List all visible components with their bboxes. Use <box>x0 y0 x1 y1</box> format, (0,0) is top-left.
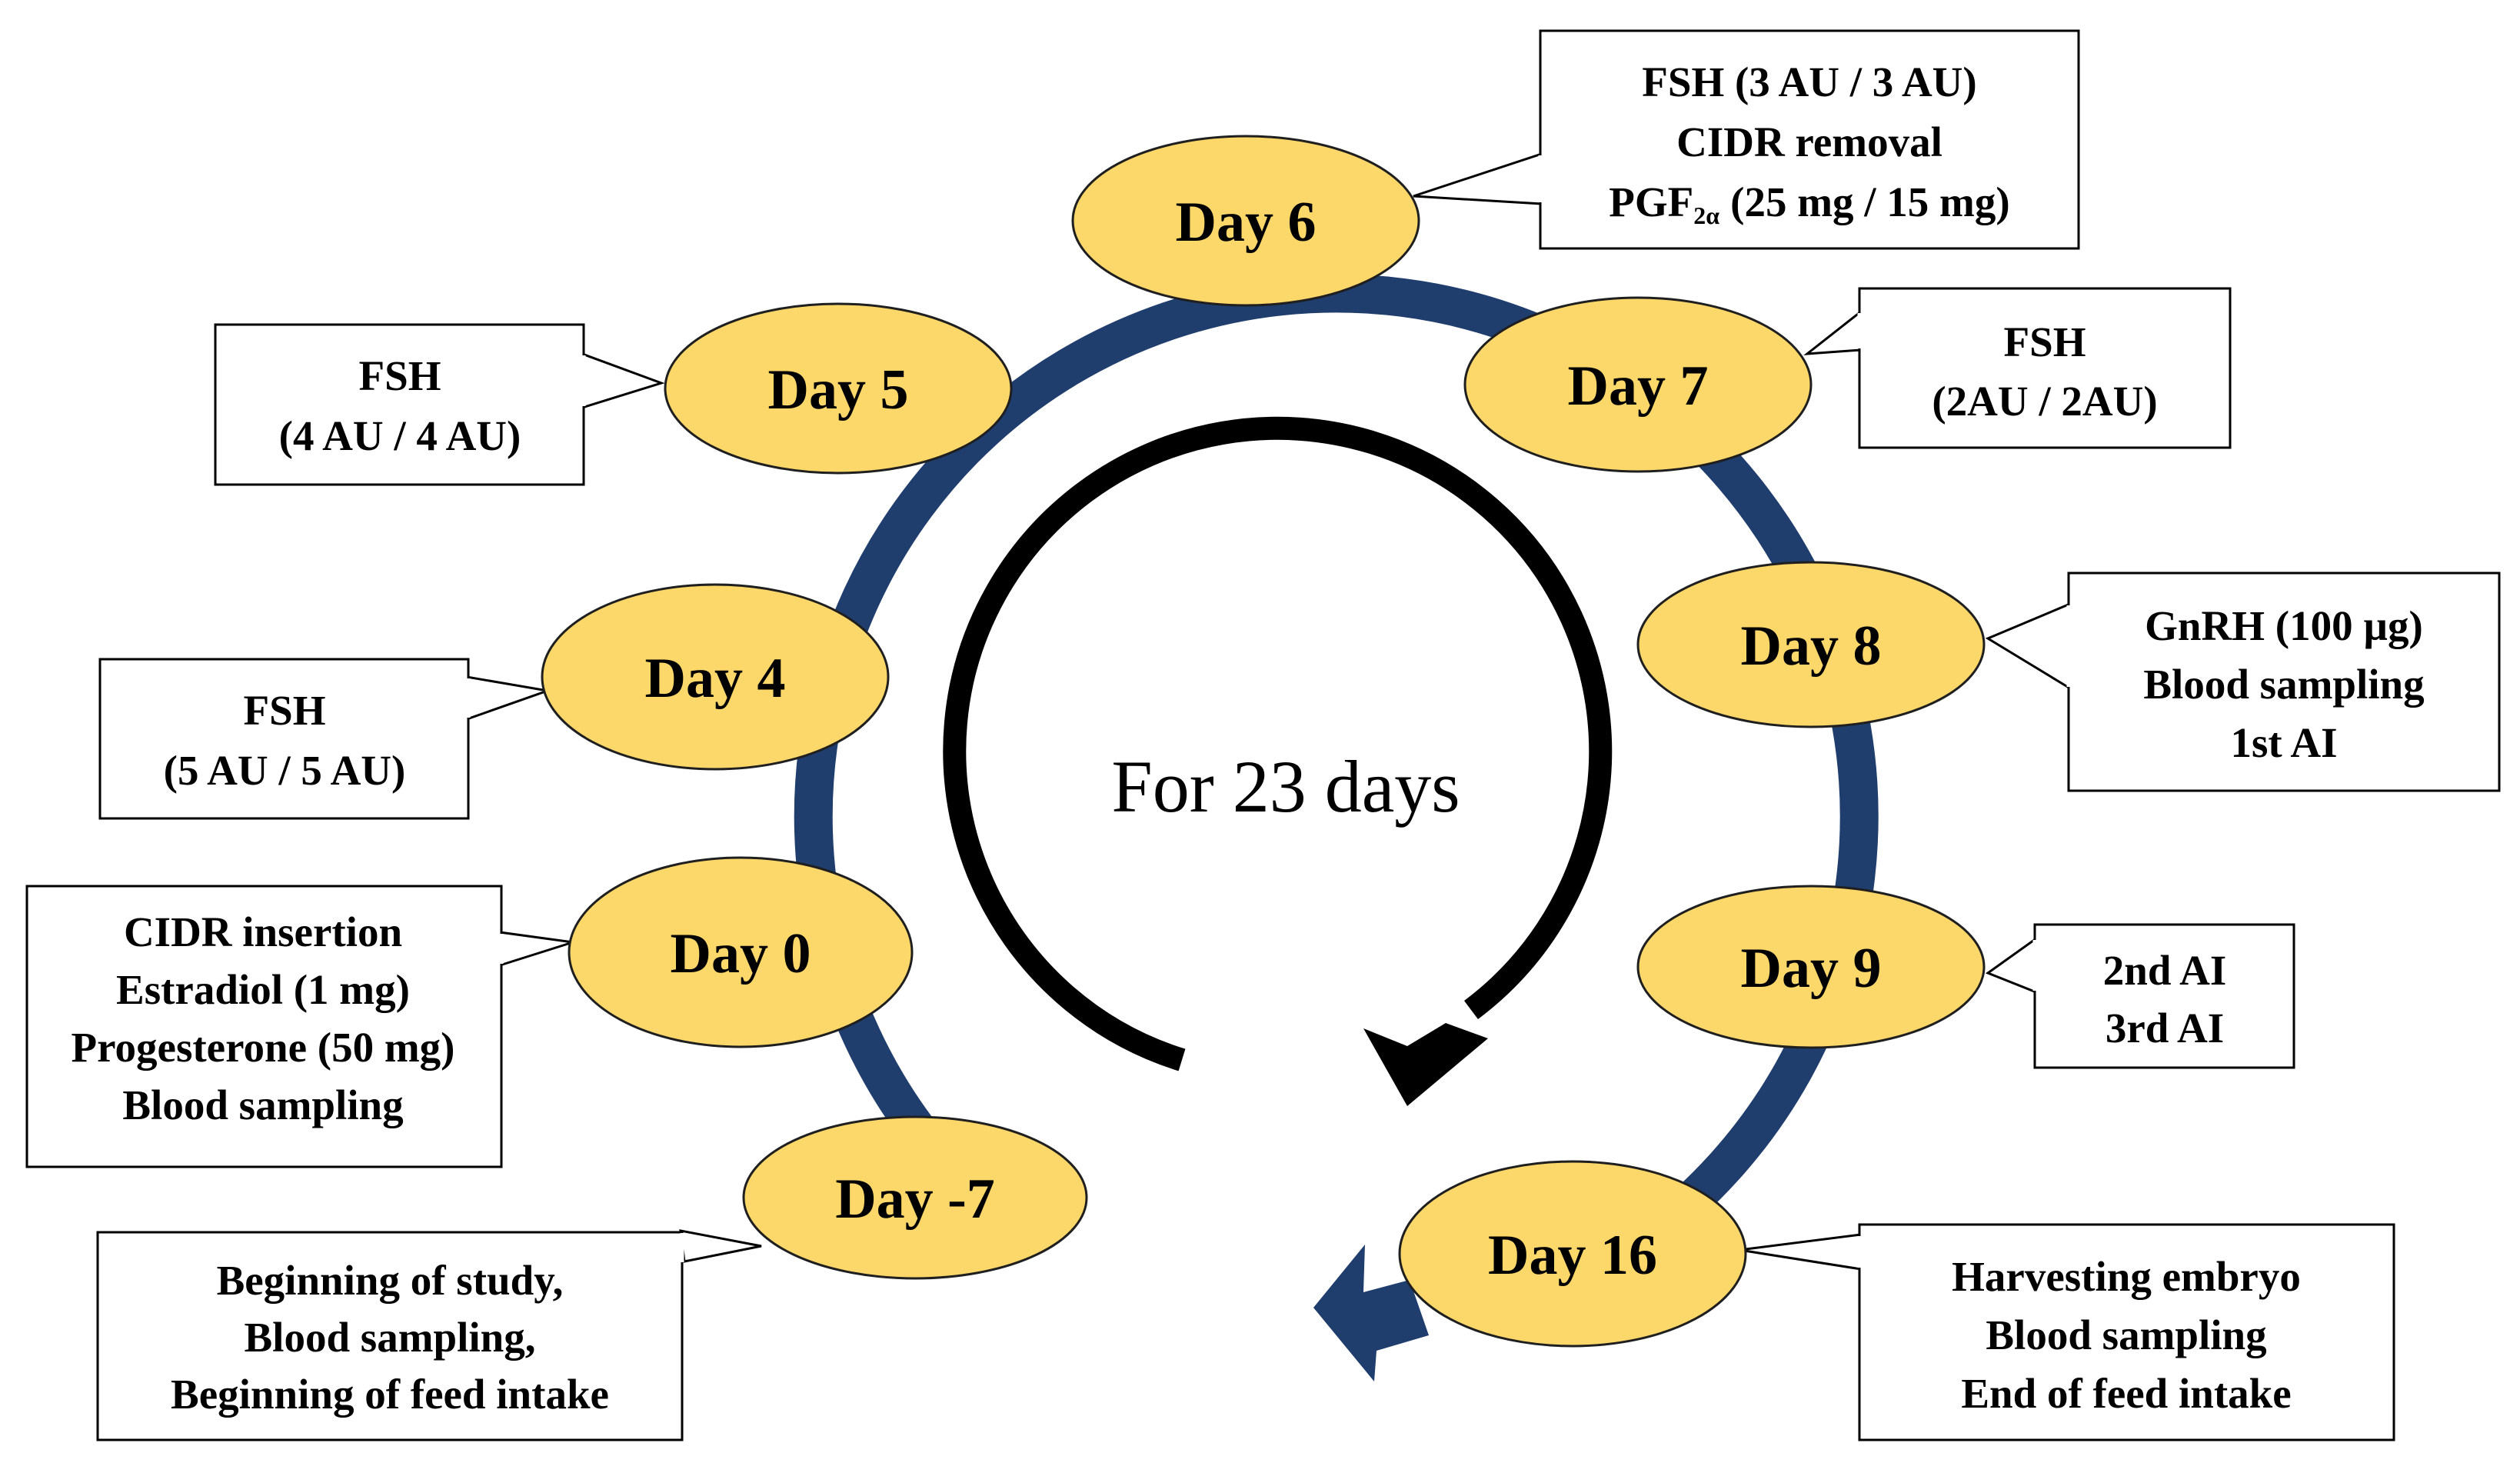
day-node-6: Day 6 <box>1071 135 1420 307</box>
day-node-5: Day 5 <box>664 302 1013 475</box>
callout-line: (2AU / 2AU) <box>1932 378 2157 425</box>
callout-line: CIDR removal <box>1676 118 1942 165</box>
callout-line: FSH <box>359 352 441 399</box>
callout-box-day-minus-7 <box>96 1231 684 1441</box>
callout-leader-day-9 <box>1985 936 2038 995</box>
callout-leader-day-4 <box>465 675 552 722</box>
center-duration-label: For 23 days <box>1111 745 1460 828</box>
day-ellipse <box>1398 1160 1747 1348</box>
callout-box-day-16 <box>1858 1223 2395 1441</box>
callout-day-minus-7: Beginning of study, Blood sampling, Begi… <box>96 1229 762 1441</box>
callout-line: Blood sampling <box>2143 661 2424 708</box>
pgf-dose: (25 mg / 15 mg) <box>1730 178 2010 225</box>
callout-line: Beginning of feed intake <box>171 1371 609 1418</box>
day-label: Day 16 <box>1488 1224 1657 1287</box>
callout-day-8: GnRH (100 µg) Blood sampling 1st AI <box>1985 572 2501 792</box>
callout-leader-day-7 <box>1803 308 1863 355</box>
callout-day-7: FSH (2AU / 2AU) <box>1803 287 2232 449</box>
callout-box-day-0 <box>25 885 503 1168</box>
callout-line: FSH (3 AU / 3 AU) <box>1642 58 1976 105</box>
day-ellipse <box>1463 296 1813 473</box>
callout-line: Estradiol (1 mg) <box>116 966 410 1013</box>
inner-cycle-arrowhead <box>1363 1023 1488 1106</box>
callout-day-5: FSH (4 AU / 4 AU) <box>214 323 665 486</box>
day-label: Day 5 <box>768 358 909 422</box>
callout-day-9: 2nd AI 3rd AI <box>1985 923 2295 1069</box>
callout-leader-day-minus-7 <box>679 1229 762 1263</box>
day-label: Day 4 <box>645 647 786 710</box>
day-node-4: Day 4 <box>541 583 890 771</box>
day-label: Day 0 <box>671 922 811 985</box>
callout-line: GnRH (100 µg) <box>2145 602 2423 649</box>
callout-line: PGF2α (25 mg / 15 mg) <box>1609 178 2009 229</box>
day-label: Day -7 <box>835 1168 995 1231</box>
callout-box-day-4 <box>98 658 470 820</box>
day-label: Day 8 <box>1741 615 1882 678</box>
callout-day-0: CIDR insertion Estradiol (1 mg) Progeste… <box>25 885 574 1168</box>
callout-box-day-8 <box>2067 572 2501 792</box>
callout-box-day-5 <box>214 323 585 486</box>
day-node-8: Day 8 <box>1636 561 1986 728</box>
callout-box-day-9 <box>2033 923 2295 1069</box>
day-ellipse <box>664 302 1013 475</box>
day-label: Day 6 <box>1176 191 1317 254</box>
day-ellipse <box>1636 561 1986 728</box>
callout-line: 1st AI <box>2230 719 2337 766</box>
timeline-ring-arrowhead <box>1313 1245 1429 1381</box>
day-ellipse <box>541 583 890 771</box>
callout-box-day-7 <box>1858 287 2232 449</box>
day-ellipse <box>742 1115 1088 1280</box>
callout-day-16: Harvesting embryo Blood sampling End of … <box>1739 1223 2395 1441</box>
callout-line: (5 AU / 5 AU) <box>164 747 406 794</box>
day-ellipse <box>1636 885 1986 1049</box>
callout-day-4: FSH (5 AU / 5 AU) <box>98 658 552 820</box>
callout-leader-day-0 <box>498 931 574 968</box>
inner-cycle-arc <box>943 416 1613 1071</box>
pgf-subscript: 2α <box>1693 202 1719 229</box>
callout-leader-day-16 <box>1739 1233 1863 1271</box>
day-node-minus-7: Day -7 <box>742 1115 1088 1280</box>
day-label: Day 9 <box>1741 937 1882 1000</box>
day-node-0: Day 0 <box>568 856 914 1048</box>
callout-line: FSH <box>244 687 326 734</box>
callout-line: Harvesting embryo <box>1952 1253 2301 1300</box>
callout-day-6: FSH (3 AU / 3 AU) CIDR removal PGF2α (25 … <box>1413 29 2080 250</box>
callout-line: 2nd AI <box>2103 947 2227 994</box>
callout-line: Blood sampling <box>122 1081 403 1128</box>
callout-line: (4 AU / 4 AU) <box>279 412 521 459</box>
callout-line: 3rd AI <box>2106 1005 2224 1051</box>
callout-line: Beginning of study, <box>217 1257 564 1304</box>
day-ellipse <box>1071 135 1420 307</box>
callout-box-day-6 <box>1539 29 2080 250</box>
day-node-16: Day 16 <box>1398 1160 1747 1348</box>
callout-line: Progesterone (50 mg) <box>72 1024 455 1071</box>
callout-line: Blood sampling <box>1986 1311 2266 1358</box>
callout-line: End of feed intake <box>1961 1370 2291 1417</box>
day-node-7: Day 7 <box>1463 296 1813 473</box>
pgf-label: PGF <box>1609 178 1693 225</box>
day-label: Day 7 <box>1568 355 1709 418</box>
callout-leader-day-5 <box>581 352 665 410</box>
day-node-9: Day 9 <box>1636 885 1986 1049</box>
callout-line: Blood sampling, <box>244 1314 535 1361</box>
inner-cycle-arrow <box>943 416 1613 1106</box>
callout-line: FSH <box>2004 318 2086 365</box>
callout-leader-day-8 <box>1985 602 2072 691</box>
callout-leader-day-6 <box>1413 152 1543 205</box>
callout-line: CIDR insertion <box>124 908 402 955</box>
day-ellipse <box>568 856 914 1048</box>
